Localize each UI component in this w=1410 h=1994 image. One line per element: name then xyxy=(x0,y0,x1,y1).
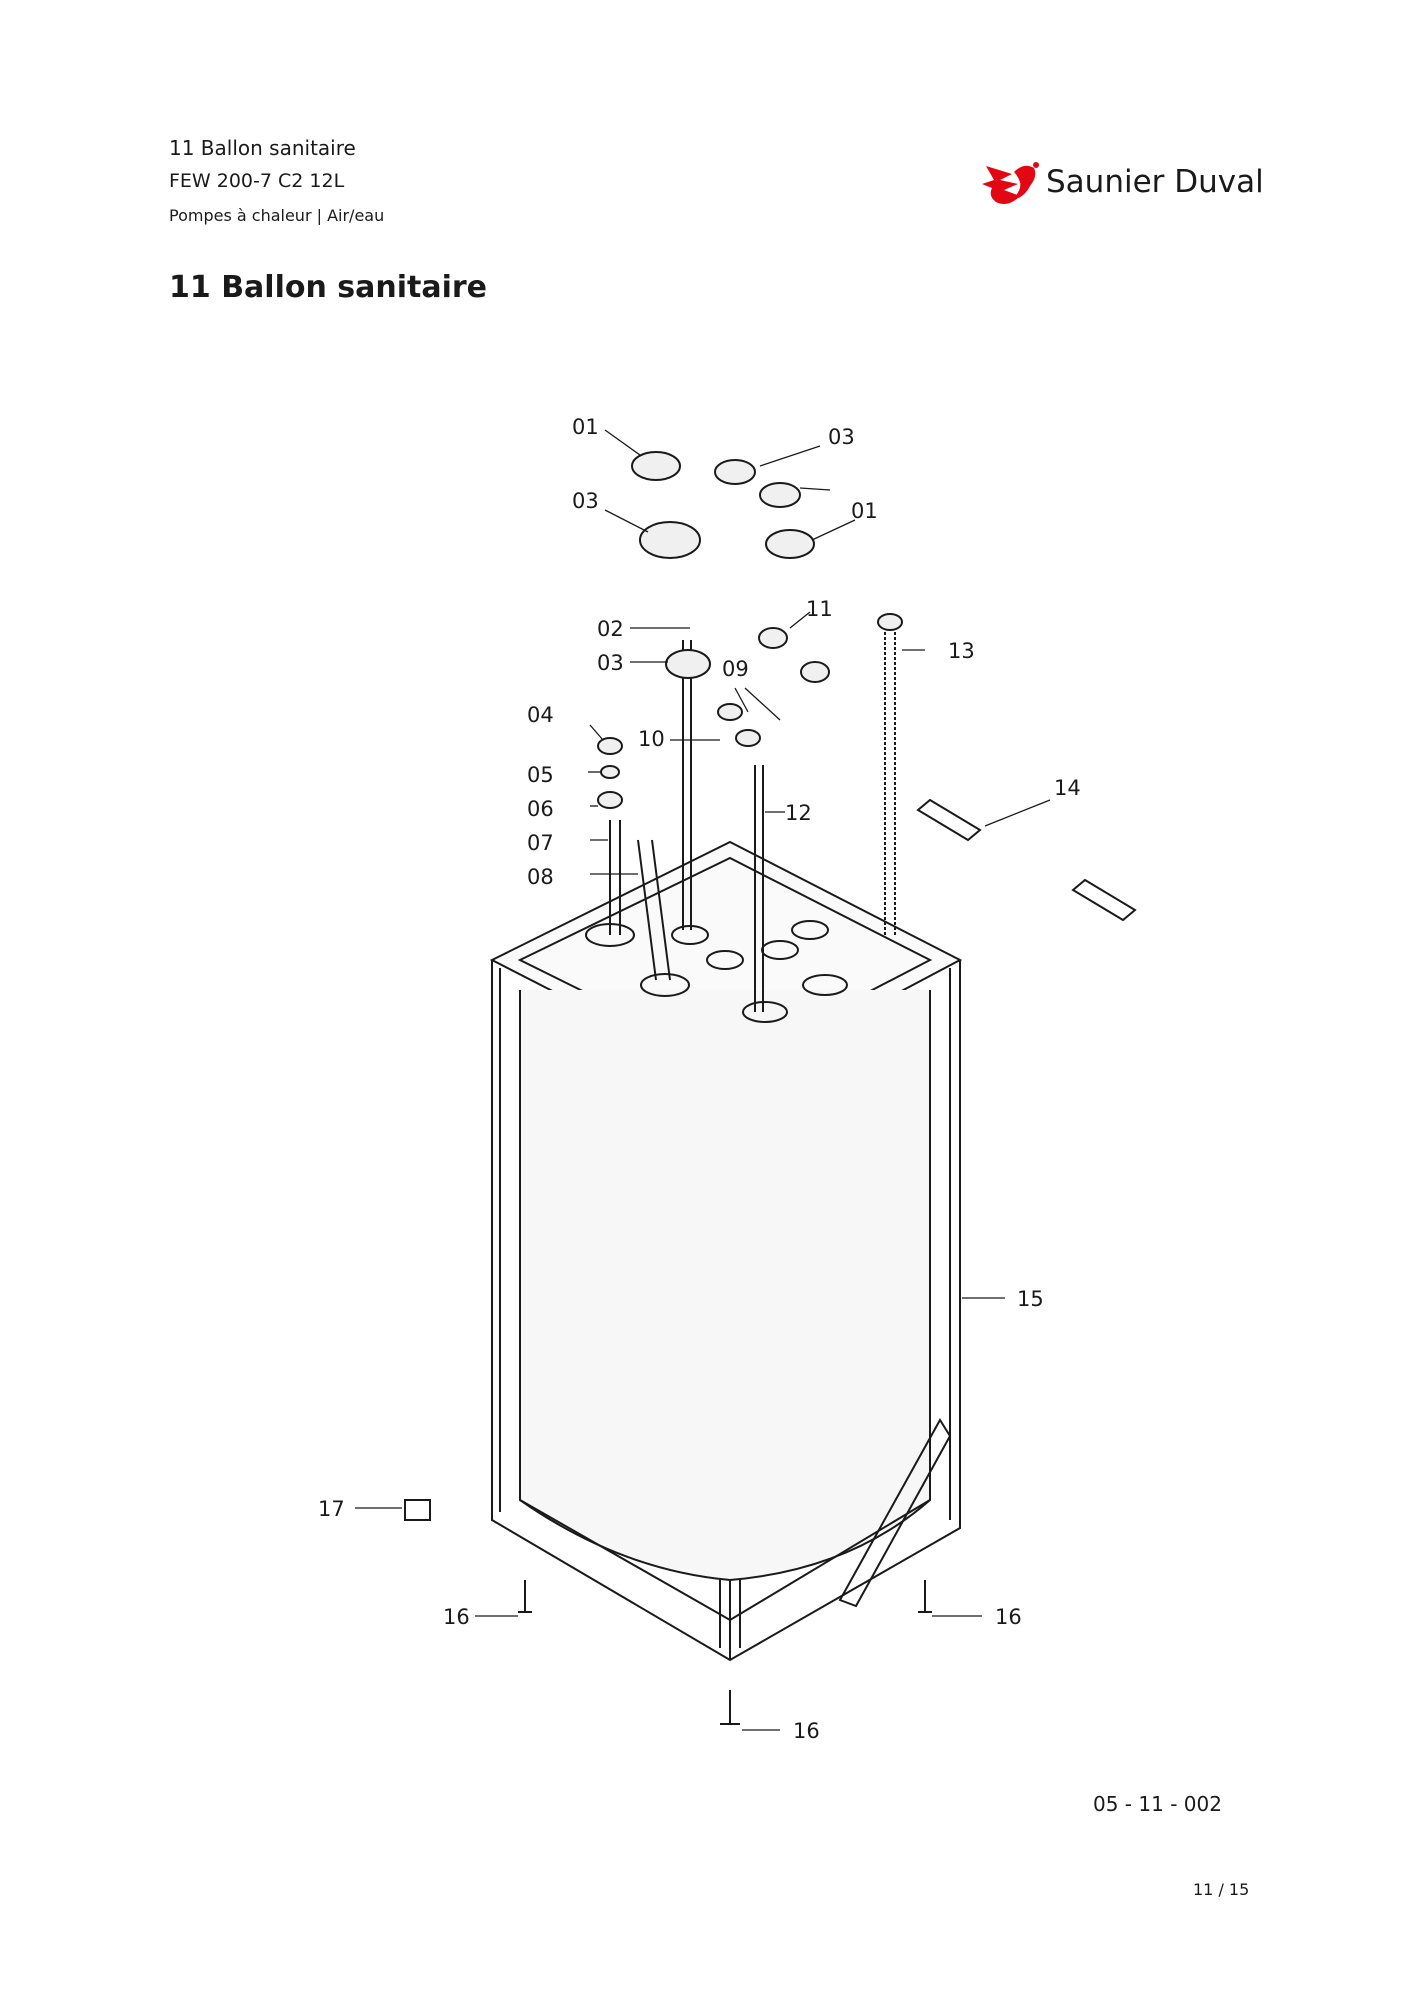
header-model: FEW 200-7 C2 12L xyxy=(169,170,345,192)
callout-label: 17 xyxy=(318,1497,345,1521)
callout-label: 15 xyxy=(1017,1287,1044,1311)
callout-label: 16 xyxy=(793,1719,820,1743)
callout-label: 07 xyxy=(527,831,554,855)
diagram-labels: 01 03 03 01 02 03 11 13 09 04 10 05 06 1… xyxy=(318,415,1081,1743)
brand-name: Saunier Duval xyxy=(1046,164,1264,200)
callout-label: 03 xyxy=(597,651,624,675)
callout-label: 03 xyxy=(572,489,599,513)
page-number: 11 / 15 xyxy=(1193,1880,1250,1899)
callout-label: 16 xyxy=(443,1605,470,1629)
bird-logo-icon xyxy=(982,162,1039,204)
callout-label: 13 xyxy=(948,639,975,663)
callout-label: 06 xyxy=(527,797,554,821)
callout-label: 01 xyxy=(851,499,878,523)
header-section: 11 Ballon sanitaire xyxy=(169,136,356,160)
callout-label: 08 xyxy=(527,865,554,889)
callout-label: 10 xyxy=(638,727,665,751)
diagram-reference: 05 - 11 - 002 xyxy=(1093,1792,1222,1816)
leader-lines xyxy=(355,429,1051,1731)
callout-label: 03 xyxy=(828,425,855,449)
page-title: 11 Ballon sanitaire xyxy=(169,270,488,305)
callout-label: 14 xyxy=(1054,776,1081,800)
callout-label: 11 xyxy=(806,597,833,621)
callout-label: 04 xyxy=(527,703,554,727)
callout-label: 16 xyxy=(995,1605,1022,1629)
tank-frame xyxy=(404,451,1137,1725)
callout-label: 09 xyxy=(722,657,749,681)
callout-label: 05 xyxy=(527,763,554,787)
header-category: Pompes à chaleur | Air/eau xyxy=(169,206,385,225)
callout-label: 01 xyxy=(572,415,599,439)
callout-label: 12 xyxy=(785,801,812,825)
callout-label: 02 xyxy=(597,617,624,641)
